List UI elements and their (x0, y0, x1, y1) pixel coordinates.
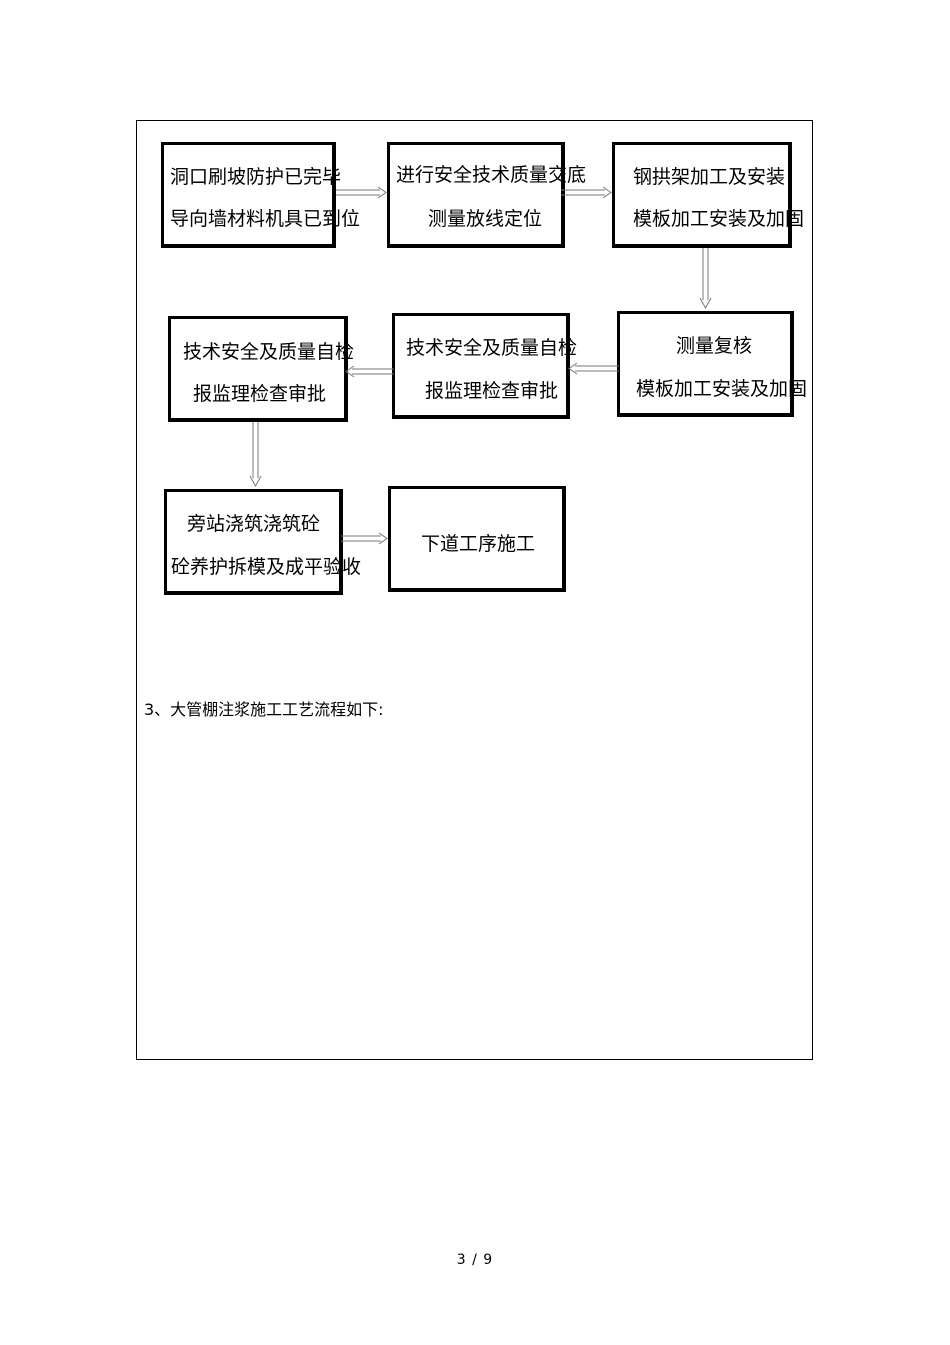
page-number: 3 / 9 (456, 1252, 494, 1268)
document-frame (136, 120, 813, 1060)
flow-step-3-line-1: 钢拱架加工及安装 (633, 166, 786, 188)
flow-step-8-line-1: 下道工序施工 (421, 533, 536, 555)
flow-step-8 (388, 486, 566, 592)
flow-step-4 (617, 311, 794, 417)
flow-step-7 (164, 489, 343, 595)
arrow-step7-to-step8 (341, 532, 388, 545)
flow-step-6-line-1: 技术安全及质量自检 (183, 341, 355, 363)
arrow-step3-to-step4 (699, 248, 712, 310)
section-heading: 3、大管棚注浆施工工艺流程如下: (144, 700, 384, 719)
flow-step-1-line-1: 洞口刷坡防护已完毕 (170, 166, 342, 188)
flow-step-6 (168, 316, 348, 422)
flow-step-2-line-2: 测量放线定位 (428, 208, 543, 230)
arrow-step4-to-step5 (568, 362, 619, 375)
flow-step-2-line-1: 进行安全技术质量交底 (396, 164, 587, 186)
arrow-step1-to-step2 (336, 186, 387, 199)
arrow-step6-to-step7 (249, 422, 262, 488)
flow-step-5-line-1: 技术安全及质量自检 (406, 337, 578, 359)
flow-step-2 (387, 142, 565, 248)
flow-step-1 (161, 142, 336, 248)
flow-step-7-line-2: 砼养护拆模及成平验收 (171, 556, 362, 578)
flow-step-4-line-2: 模板加工安装及加固 (636, 378, 808, 400)
arrow-step5-to-step6 (345, 365, 394, 378)
flow-step-5-line-2: 报监理检查审批 (425, 380, 559, 402)
arrow-step2-to-step3 (561, 186, 612, 199)
flow-step-1-line-2: 导向墙材料机具已到位 (170, 208, 361, 230)
flow-step-6-line-2: 报监理检查审批 (193, 383, 327, 405)
flow-step-3-line-2: 模板加工安装及加固 (633, 208, 805, 230)
flow-step-5 (392, 313, 570, 419)
flow-step-3 (612, 142, 792, 248)
flow-step-4-line-1: 测量复核 (676, 335, 753, 357)
flow-step-7-line-1: 旁站浇筑浇筑砼 (187, 513, 321, 535)
